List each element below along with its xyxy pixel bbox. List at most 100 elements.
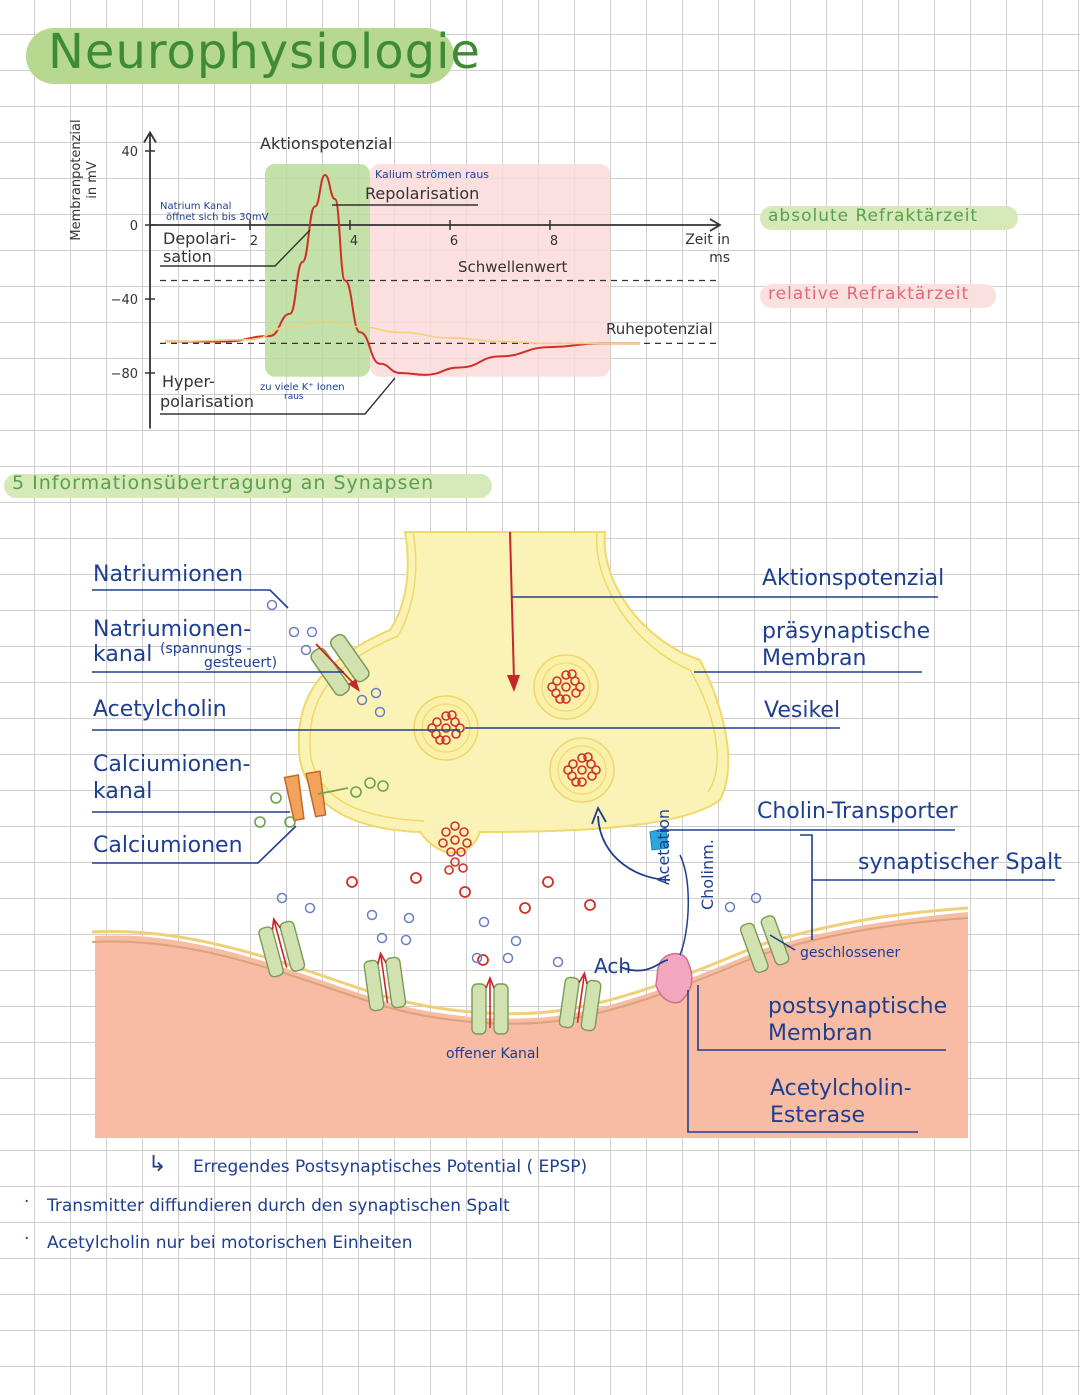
sodium-ion [510,935,522,947]
series-membrane-potential [164,174,640,376]
calcium-ion [254,816,266,828]
vesicle [549,737,615,803]
label-postsynaptisch-1: postsynaptische [768,994,948,1019]
acetylcholine-molecule [591,765,601,775]
postsynaptic-cell [95,912,968,1138]
acetylcholine-molecule [555,694,565,704]
sodium-ion [502,952,514,964]
label-natriumionen: Natriumionen [93,562,244,587]
acetylcholine-molecule [438,838,448,848]
label-calciumkanal-1: Calciumionen- [93,752,251,777]
acetylcholine-molecule [577,777,587,787]
label-acetylcholin: Acetylcholin [93,697,227,722]
x-axis-arrow [709,218,722,232]
acetylcholine-molecule [567,669,577,679]
annotation-hyperpolarisation-2: polarisation [160,392,254,411]
bullet-1: Transmitter diffundieren durch den synap… [47,1196,510,1216]
acetylcholine-molecule [441,827,451,837]
annotation-repolarisation: Repolarisation [365,184,479,203]
acetylcholine-molecule [410,872,422,884]
acetylcholine-molecule [450,821,460,831]
label-natriumkanal-2: kanal [93,642,153,667]
acetylcholine-molecule [435,735,445,745]
acetylcholine-molecule [444,865,454,875]
sodium-ion [478,916,490,928]
legend-absolute-swatch [760,206,1018,230]
label-ach: Ach [594,954,632,978]
x-tick-label: 6 [450,234,458,249]
label-spannung-1: (spannungs - [160,641,252,657]
label-praesynaptisch-1: präsynaptische [762,619,931,644]
annotation-hyperpolarisation-1: Hyper- [162,372,215,391]
section-highlight [4,474,492,498]
sodium-ion [471,952,483,964]
x-tick-label: 2 [250,234,258,249]
presynaptic-terminal [297,531,730,854]
vesicle-inner [541,662,591,712]
open-receptor-icon [363,951,407,1012]
acetylcholine-esterase-icon [655,953,693,1004]
legend-absolute: absolute Refraktärzeit [768,206,979,226]
acetylcholine-molecule [577,753,587,763]
annotation-schwellenwert: Schwellenwert [458,258,568,276]
y-tick-label: −80 [111,367,138,382]
sodium-ion [370,687,382,699]
vesicle-inner [557,745,607,795]
acetylcholine-molecule [432,717,442,727]
acetylcholine-molecule [427,723,437,733]
calcium-ion [364,777,376,789]
y-tick-label: 40 [121,145,138,160]
sodium-ion [266,599,278,611]
x-tick-label: 4 [350,234,358,249]
label-vesikel: Vesikel [764,698,841,723]
label-cholinm: Cholinm. [698,839,717,910]
region-absolute [265,163,370,377]
acetylcholine-molecule [577,765,587,775]
acetylcholine-molecule [441,723,451,733]
acetylcholine-molecule [583,752,593,762]
legend-relative-swatch [760,284,996,308]
sodium-ion [374,706,386,718]
acetylcholine-molecule [441,735,451,745]
y-tick-label: 0 [130,219,138,234]
sodium-ion [724,901,736,913]
label-natriumkanal-1: Natriumionen- [93,617,252,642]
vesicle [533,654,599,720]
acetylcholine-molecule [450,857,460,867]
acetylcholine-molecule [519,902,531,914]
calcium-ion [350,786,362,798]
label-cholin-transporter: Cholin-Transporter [757,799,958,824]
acetylcholine-molecule [571,777,581,787]
calcium-ion [284,816,296,828]
label-spannung-2: gesteuert) [204,655,278,671]
acetylcholine-molecule [450,835,460,845]
open-receptor-icon [258,917,306,978]
acetylcholine-molecule [477,954,489,966]
acetylcholine-molecule [346,876,358,888]
annotation-kionen-2: raus [284,392,304,402]
sodium-ion [376,932,388,944]
annotation-natrium-2: öffnet sich bis 30mV [166,212,269,223]
series-secondary [164,320,640,345]
label-esterase-2: Esterase [770,1103,866,1128]
acetylcholine-molecule [542,876,554,888]
acetylcholine-molecule [561,682,571,692]
label-praesynaptisch-2: Membran [762,646,867,671]
calcium-channel-icon [283,770,327,822]
closed-receptor-icon [739,915,790,974]
acetylcholine-molecule [459,827,469,837]
calcium-ion [377,780,389,792]
title-highlight [26,28,454,84]
label-calciumionen: Calciumionen [93,833,243,858]
note-epsp: Erregendes Postsynaptisches Potential ( … [193,1157,588,1177]
acetylcholine-molecule [458,863,468,873]
open-receptor-icon [558,971,602,1032]
sodium-ion [356,694,368,706]
label-postsynaptisch-2: Membran [768,1021,873,1046]
y-axis-label: Membranpotenzialin mV [69,119,100,240]
section-title: 5 Informationsübertragung an Synapsen [12,472,435,494]
sodium-ion [300,644,312,656]
arrow-icon: ↳ [148,1152,167,1177]
acetylcholine-molecule [547,682,557,692]
annotation-depolarisation-2: sation [163,247,212,266]
